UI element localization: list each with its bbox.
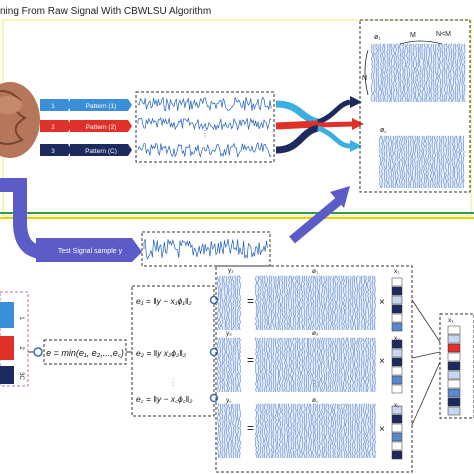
dictionary-matrix-1 xyxy=(370,43,466,103)
final-vector-label: x₁ xyxy=(448,317,454,324)
test-signal-waveform xyxy=(143,238,268,260)
diagram-title: ning From Raw Signal With CBWLSU Algorit… xyxy=(0,6,212,17)
left-bar-label-2: 2 xyxy=(18,346,24,350)
dictionary-matrices xyxy=(370,43,466,189)
row3-phi-label: ø꜀ xyxy=(312,397,318,404)
raw-signals xyxy=(137,96,272,158)
final-vector-cell xyxy=(447,361,461,371)
dictionary-matrix-c xyxy=(378,135,465,189)
final-vector-box xyxy=(439,313,474,419)
pattern-label-3: Pattern (C) xyxy=(85,148,117,155)
left-class-bars: 1 2 3C xyxy=(0,291,34,387)
row3-x-label: x꜀ xyxy=(394,402,400,409)
row3-times: × xyxy=(379,424,385,435)
final-vector-cell xyxy=(447,388,461,398)
dictionary-M-brace xyxy=(399,40,443,45)
test-to-dictionary-arrow xyxy=(289,196,343,244)
pattern-tag-1: 1 Pattern (1) xyxy=(40,99,132,111)
selection-formula-box xyxy=(43,339,127,365)
row2-times: × xyxy=(379,356,385,367)
row1-coefficient-vector xyxy=(391,277,403,332)
dictionary-N-brace xyxy=(364,49,369,96)
dictionary-box xyxy=(359,19,471,193)
final-vector-cell xyxy=(447,406,461,416)
row1-phi-label: ø₁ xyxy=(312,268,319,275)
row2-phi-label: ø₂ xyxy=(312,330,319,337)
final-vector-cell xyxy=(447,379,461,389)
row1-dictionary xyxy=(254,275,376,331)
dictionary-M-label: M xyxy=(410,32,416,39)
row2-equals: = xyxy=(247,353,254,367)
pattern-label-2: Pattern (2) xyxy=(86,124,117,131)
final-vector xyxy=(447,325,461,416)
raw-signal-dots: ⋮ xyxy=(201,129,209,138)
row3-y-label: y꜀ xyxy=(226,397,232,404)
error-e2: e₂ = ‖y x₂ϕ₂‖₂ xyxy=(136,348,187,358)
selection-node xyxy=(33,347,43,357)
row2-dictionary xyxy=(254,337,376,393)
test-signal-box xyxy=(141,231,271,267)
raw-signal-3 xyxy=(137,142,272,158)
raw-signal-2 xyxy=(137,116,272,131)
pattern-number-1: 1 xyxy=(51,104,55,110)
raw-signal-1 xyxy=(137,96,272,112)
row3-dictionary xyxy=(254,403,376,459)
error-e1: e₁ = ‖y − x₁ϕ₁‖₂ xyxy=(136,296,192,306)
final-vector-cell xyxy=(447,343,461,353)
row2-coefficient-vector xyxy=(391,339,403,394)
row3-signal-column xyxy=(216,403,242,459)
pattern-label-1: Pattern (1) xyxy=(86,103,117,110)
test-signal-line xyxy=(143,238,268,260)
test-signal-label: Test Signal sample y xyxy=(58,248,123,255)
raw-signal-box xyxy=(135,91,275,163)
row3-coefficient-vector xyxy=(391,405,403,460)
row2-x-label: x₂ xyxy=(394,335,400,342)
test-signal-flow: Test Signal sample y xyxy=(0,178,142,262)
final-vector-cell xyxy=(447,370,461,380)
pattern-number-2: 2 xyxy=(51,125,55,131)
final-vector-cell xyxy=(447,325,461,335)
left-bar-label-1: 1 xyxy=(18,316,24,320)
final-vector-cell xyxy=(447,352,461,362)
converge-lines xyxy=(411,299,441,426)
error-ec: e꜀ = ‖y − x꜀ϕ꜀‖₂ xyxy=(136,394,193,404)
row1-signal-column xyxy=(216,275,242,331)
pattern-tag-2: 2 Pattern (2) xyxy=(40,120,132,132)
row1-y-label: y₁ xyxy=(228,267,234,274)
dictionary-phic-label: ø꜀ xyxy=(380,127,387,134)
pattern-number-3: 3 xyxy=(51,149,55,155)
dictionary-N-label: N xyxy=(362,75,367,82)
row1-x-label: x₁ xyxy=(394,268,400,275)
pattern-tags: 1 Pattern (1) 2 Pattern (2) 3 Pattern (C… xyxy=(40,99,132,156)
left-bar-label-3: 3C xyxy=(18,372,24,380)
recon-dots: ⋮ xyxy=(310,379,318,388)
stream-arrows xyxy=(275,96,364,154)
row2-signal-column xyxy=(216,337,242,393)
pattern-tag-3: 3 Pattern (C) xyxy=(40,144,132,156)
brain-image xyxy=(0,82,40,158)
row1-equals: = xyxy=(247,294,254,308)
error-dots: ⋮ xyxy=(169,377,178,387)
selection-formula: e = min(e₁, e₂,...,e꜀) xyxy=(46,348,124,358)
final-vector-cell xyxy=(447,334,461,344)
dictionary-NM-label: N<M xyxy=(436,31,451,38)
row3-equals: = xyxy=(247,421,254,435)
reconstruction-rows xyxy=(216,275,403,460)
row2-y-label: y₂ xyxy=(226,330,232,337)
reconstruction-box xyxy=(215,265,413,473)
dictionary-phi1-label: ø₁ xyxy=(374,34,381,41)
final-vector-cell xyxy=(447,397,461,407)
row1-times: × xyxy=(379,297,385,308)
